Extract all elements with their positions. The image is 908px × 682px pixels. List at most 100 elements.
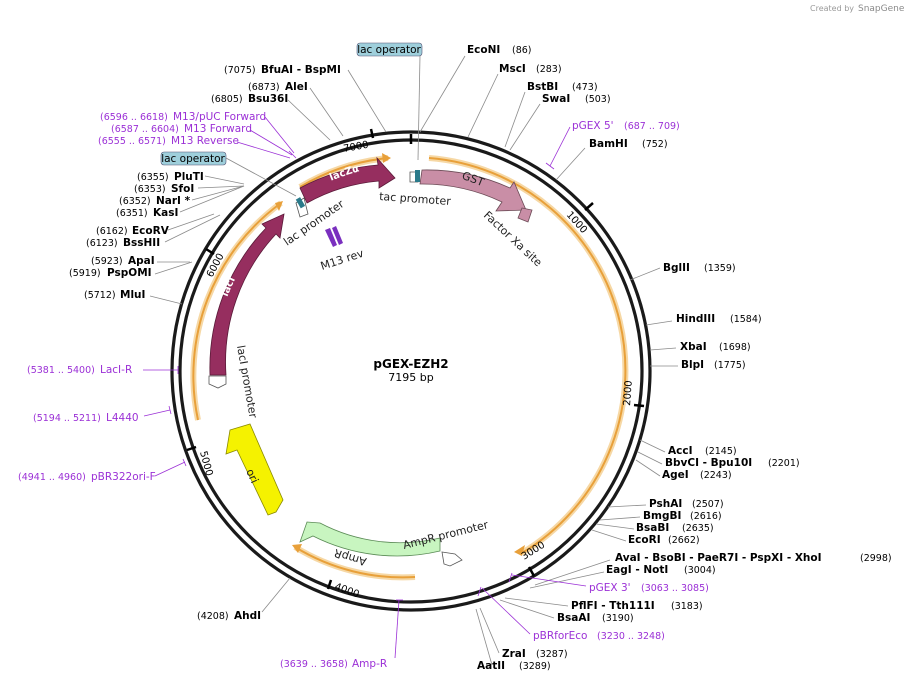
- leader-bglii: [629, 267, 661, 281]
- leader-alei: [309, 87, 344, 137]
- site-pshai-pos: (2507): [692, 499, 724, 510]
- leader-ecorv: [167, 213, 215, 231]
- site-aatii: AatII: [477, 660, 505, 672]
- mark-pgex5: [545, 162, 555, 170]
- leader-pbrforeco: [481, 587, 531, 635]
- ori-label: ori: [243, 467, 261, 485]
- site-bstbi-pos: (473): [572, 82, 598, 93]
- mark-pbr322ori: [182, 458, 187, 467]
- lac-operator-top-leader: [417, 55, 421, 161]
- site-bglii: BglII: [663, 262, 690, 274]
- site-acci: AccI: [668, 445, 692, 457]
- orf-arc-main-head: [514, 545, 525, 556]
- site-bsu36i: Bsu36I: [248, 93, 288, 105]
- ampr-promoter-label: AmpR promoter: [402, 518, 490, 552]
- site-econi: EcoNI: [467, 44, 500, 56]
- primer-ampr-pos: (3639 .. 3658): [280, 659, 348, 670]
- lac-operator-left-leader: [225, 157, 297, 197]
- ampr-promoter-feature: [441, 551, 463, 567]
- lac-operator-left-box-bg: [160, 151, 227, 166]
- leader-bmgbi: [599, 516, 641, 521]
- orf-arc-laci-head: [275, 201, 283, 211]
- site-ecori: EcoRI: [628, 534, 661, 546]
- credit-brand: SnapGene: [858, 4, 905, 14]
- site-agei: AgeI: [662, 469, 689, 481]
- site-pluti-pos: (6355): [137, 172, 169, 183]
- primer-m13fwd-pos: (6587 .. 6604): [111, 124, 179, 135]
- backbone-outer-ring: [170, 130, 652, 612]
- tick-label-2000: 2000: [622, 380, 635, 406]
- site-kasi: KasI: [153, 207, 178, 219]
- gst-feature: [419, 169, 527, 212]
- site-bbvci-pos: (2201): [768, 458, 800, 469]
- lac-operator-left-feature: [295, 197, 306, 209]
- leader-acci: [639, 439, 666, 453]
- leader-bbvci: [637, 451, 663, 465]
- leader-m13fwd: [249, 129, 293, 156]
- leader-bsabi: [595, 523, 635, 530]
- m13-rev-label: M13 rev: [319, 247, 366, 273]
- orf-arc-ampr-head: [292, 544, 302, 553]
- site-pflfi: PflFI - Tth111I: [571, 600, 655, 612]
- leader-pflfi: [504, 597, 569, 607]
- m13-rev-feature: [325, 228, 337, 247]
- site-apai: ApaI: [128, 255, 155, 267]
- primer-m13rev: M13 Reverse: [171, 135, 239, 147]
- site-bsaai: BsaAI: [557, 612, 590, 624]
- tick-mark-1000: [584, 202, 594, 211]
- leader-nari: [191, 185, 245, 201]
- tick-label-7000: 7000: [343, 140, 370, 155]
- site-agei-pos: (2243): [700, 470, 732, 481]
- leader-econi: [419, 55, 466, 133]
- factor-xa-label: Factor Xa site: [481, 209, 545, 270]
- site-swai-pos: (503): [585, 94, 611, 105]
- ampr-feature: [299, 521, 441, 557]
- leader-agei: [635, 459, 661, 477]
- leader-pspomi: [154, 261, 193, 275]
- primer-leaders: [143, 116, 587, 659]
- site-bsshii: BssHII: [123, 237, 160, 249]
- tick-mark-4000: [326, 579, 333, 590]
- lac-operator-left-box: lac operator: [160, 151, 227, 166]
- tick-mark-6000: [205, 247, 215, 256]
- site-msci-pos: (283): [536, 64, 562, 75]
- mark-pbrforeco: [477, 586, 482, 597]
- leader-msci: [467, 73, 499, 138]
- primer-pbr322ori-pos: (4941 .. 4960): [18, 472, 86, 483]
- primer-lacir: LacI-R: [100, 364, 132, 376]
- orf-arc-lacza-head: [382, 153, 391, 163]
- leader-pgex3: [511, 574, 587, 587]
- plasmid-name: pGEX-EZH2: [373, 357, 448, 371]
- site-nari: NarI *: [156, 195, 191, 207]
- site-bbvci: BbvCI - Bpu10I: [665, 457, 752, 469]
- leader-pluti: [204, 175, 245, 185]
- ori-feature: [225, 423, 284, 516]
- mark-pgex3: [508, 572, 513, 583]
- primer-l4440-pos: (5194 .. 5211): [33, 413, 101, 424]
- factor-xa-site-feature: [517, 207, 533, 223]
- site-blpi: BlpI: [681, 359, 704, 371]
- leader-eagi: [529, 571, 605, 589]
- orf-arc-main: [428, 157, 627, 554]
- primer-pbrforeco-pos: (3230 .. 3248): [597, 631, 665, 642]
- leader-l4440: [143, 409, 171, 417]
- site-eagi-pos: (3004): [684, 565, 716, 576]
- site-xbai: XbaI: [680, 341, 707, 353]
- orf-arc-ampr: [294, 546, 416, 579]
- lac-operator-top-feature: [415, 170, 420, 182]
- leader-swai: [509, 103, 541, 151]
- site-aatii-pos: (3289): [519, 661, 551, 672]
- site-zrai-pos: (3287): [536, 649, 568, 660]
- leader-bsu36i: [287, 99, 331, 141]
- primer-ampr: Amp-R: [352, 658, 387, 670]
- leader-bamhi: [555, 147, 586, 181]
- primer-pgex5: pGEX 5': [572, 120, 614, 132]
- leader-pshai: [607, 504, 647, 508]
- site-eagi: EagI - NotI: [606, 564, 668, 576]
- site-ahdi-pos: (4208): [197, 611, 229, 622]
- plasmid-size: 7195 bp: [388, 371, 433, 384]
- site-nari-pos: (6352): [119, 196, 151, 207]
- orf-arc-lacza: [299, 157, 389, 188]
- site-hindiii-pos: (1584): [730, 314, 762, 325]
- site-hindiii: HindIII: [676, 313, 715, 325]
